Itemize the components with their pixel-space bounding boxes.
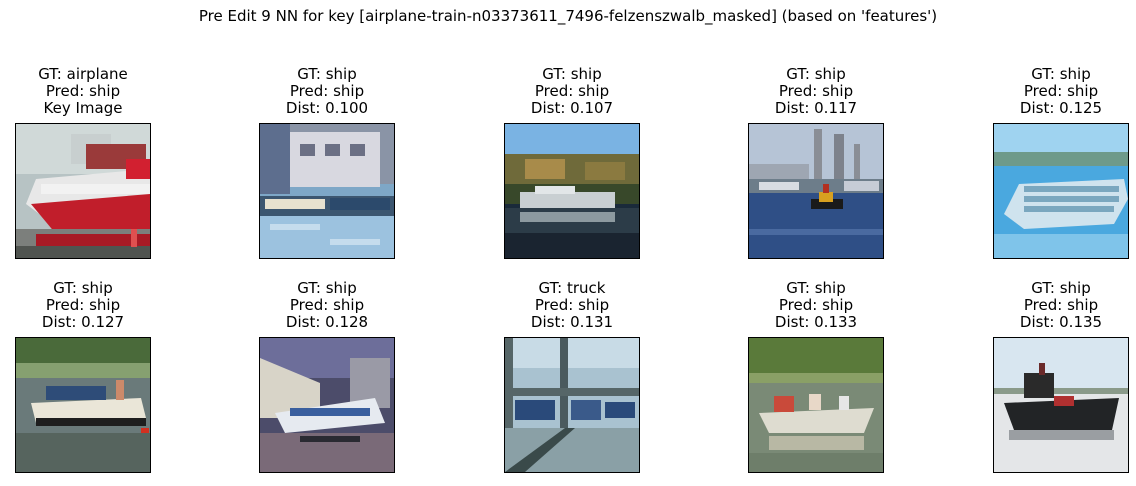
neighbor-thumbnail xyxy=(748,337,884,473)
pred-label: Pred: ship xyxy=(45,82,121,100)
dist-label: Dist: 0.133 xyxy=(774,313,858,331)
dist-label: Dist: 0.131 xyxy=(530,313,614,331)
cruise-ship-image xyxy=(994,124,1128,258)
panel-caption: GT: ship Pred: ship Dist: 0.133 xyxy=(708,280,924,331)
neighbor-thumbnail xyxy=(504,337,640,473)
pred-label: Pred: ship xyxy=(778,296,854,314)
gt-label: GT: ship xyxy=(1031,65,1091,83)
harbor-boats-image xyxy=(260,124,394,258)
window-view-image xyxy=(505,338,639,472)
panel-caption: GT: ship Pred: ship Dist: 0.107 xyxy=(464,66,680,117)
red-boat-image xyxy=(16,124,150,258)
boat-trailer-image xyxy=(260,338,394,472)
panel-caption: GT: ship Pred: ship Dist: 0.127 xyxy=(0,280,191,331)
gt-label: GT: ship xyxy=(786,65,846,83)
dist-label: Dist: 0.128 xyxy=(285,313,369,331)
panel-caption: GT: ship Pred: ship Dist: 0.135 xyxy=(953,280,1136,331)
panel-caption: GT: ship Pred: ship Dist: 0.128 xyxy=(219,280,435,331)
neighbor-thumbnail xyxy=(993,337,1129,473)
gt-label: GT: ship xyxy=(53,279,113,297)
gt-label: GT: ship xyxy=(786,279,846,297)
gt-label: GT: ship xyxy=(542,65,602,83)
key-image-thumbnail xyxy=(15,123,151,259)
pred-label: Pred: ship xyxy=(289,82,365,100)
neighbor-thumbnail xyxy=(259,123,395,259)
gt-label: GT: truck xyxy=(538,279,606,297)
gt-label: GT: ship xyxy=(297,279,357,297)
dist-label: Dist: 0.100 xyxy=(285,99,369,117)
pred-label: Pred: ship xyxy=(1023,296,1099,314)
pred-label: Pred: ship xyxy=(534,296,610,314)
neighbor-thumbnail xyxy=(259,337,395,473)
pred-label: Pred: ship xyxy=(45,296,121,314)
neighbor-thumbnail xyxy=(748,123,884,259)
gt-label: GT: airplane xyxy=(38,65,128,83)
dist-label: Dist: 0.117 xyxy=(774,99,858,117)
tugboat-harbor-image xyxy=(749,124,883,258)
panel-caption: GT: ship Pred: ship Dist: 0.125 xyxy=(953,66,1136,117)
gt-label: GT: ship xyxy=(1031,279,1091,297)
dark-tugboat-image xyxy=(994,338,1128,472)
panel-caption: GT: truck Pred: ship Dist: 0.131 xyxy=(464,280,680,331)
pred-label: Pred: ship xyxy=(534,82,610,100)
panel-caption: GT: airplane Pred: ship Key Image xyxy=(0,66,191,117)
figure-title: Pre Edit 9 NN for key [airplane-train-n0… xyxy=(198,7,938,25)
pred-label: Pred: ship xyxy=(289,296,365,314)
dist-label: Dist: 0.127 xyxy=(41,313,125,331)
neighbor-thumbnail xyxy=(15,337,151,473)
panel-caption: GT: ship Pred: ship Dist: 0.100 xyxy=(219,66,435,117)
gt-label: GT: ship xyxy=(297,65,357,83)
key-image-label: Key Image xyxy=(43,99,123,117)
panel-caption: GT: ship Pred: ship Dist: 0.117 xyxy=(708,66,924,117)
small-boat-lake-image xyxy=(749,338,883,472)
pred-label: Pred: ship xyxy=(1023,82,1099,100)
neighbor-thumbnail xyxy=(504,123,640,259)
dist-label: Dist: 0.135 xyxy=(1019,313,1103,331)
neighbor-thumbnail xyxy=(993,123,1129,259)
motorboat-river-image xyxy=(16,338,150,472)
lake-boat-image xyxy=(505,124,639,258)
dist-label: Dist: 0.125 xyxy=(1019,99,1103,117)
pred-label: Pred: ship xyxy=(778,82,854,100)
dist-label: Dist: 0.107 xyxy=(530,99,614,117)
